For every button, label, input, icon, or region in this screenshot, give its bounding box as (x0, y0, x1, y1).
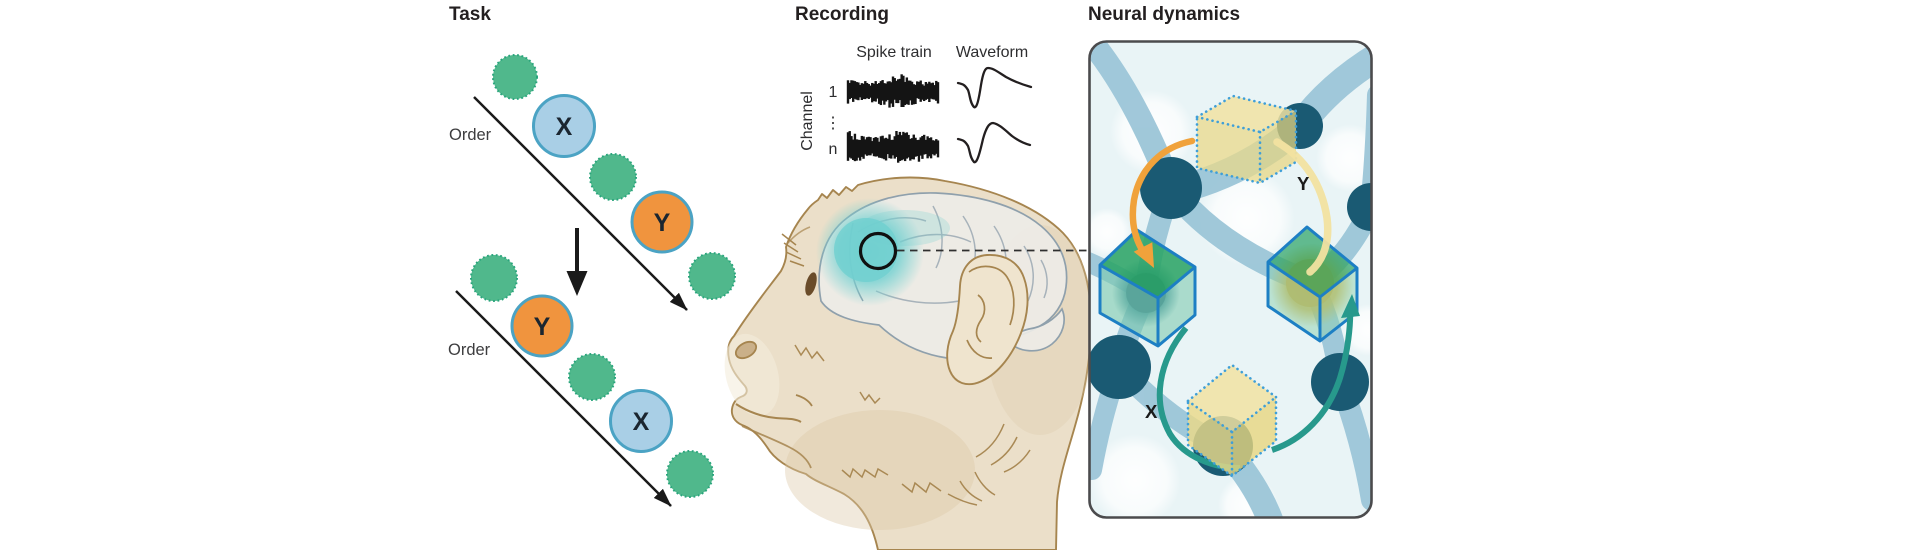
cube-left-green (1098, 228, 1197, 348)
orange-arrow-curve (1129, 137, 1196, 252)
teal-arrowhead (1341, 294, 1360, 318)
stimulus-y-circle (630, 190, 694, 254)
order-arrow-top (473, 96, 688, 311)
cube-right-green (1266, 225, 1359, 343)
task-title: Task (449, 4, 491, 25)
eyelashes (781, 233, 805, 267)
neural-dynamics-title: Neural dynamics (1088, 4, 1240, 25)
stimulus-x-circle (532, 94, 596, 158)
distractor-circle (666, 450, 714, 498)
task-sequence-top: Order X Y (449, 54, 736, 311)
waveform-channel-1 (956, 66, 1033, 109)
distractor-circle (589, 153, 637, 201)
ear-inner-lines (966, 265, 1015, 359)
channel-1-label: 1 (829, 84, 838, 101)
waveform-channel-n (956, 121, 1032, 164)
ear (946, 254, 1029, 386)
monkey-head-illustration (724, 176, 1095, 551)
spike-train-channel-n (846, 130, 940, 163)
orange-arrowhead (1133, 242, 1154, 268)
spike-train-label: Spike train (856, 44, 932, 61)
distractor-circle (470, 254, 518, 302)
order-arrow-bottom (455, 290, 672, 507)
stimulus-y-letter: Y (534, 313, 551, 341)
order-label-bottom: Order (448, 341, 491, 359)
cube-x-dashed (1186, 363, 1278, 478)
mouth-crease (795, 394, 813, 407)
task-transition-arrow (566, 228, 588, 296)
recording-panel: Recording Spike train Waveform Channel 1… (724, 4, 1095, 551)
task-panel: Task Order X Y Order Y X (448, 4, 736, 507)
electrode-site-circle (858, 231, 898, 271)
distractor-circle (492, 54, 538, 100)
cube-y-label: Y (1297, 173, 1310, 194)
task-sequence-bottom: Order Y X (448, 254, 714, 507)
neural-dynamics-panel: Neural dynamics (1088, 4, 1373, 519)
stimulus-y-letter: Y (654, 209, 671, 237)
neural-dynamics-canvas: X Y (1089, 41, 1372, 518)
stimulus-x-letter: X (556, 113, 573, 141)
chin-line (741, 425, 812, 469)
brow-line (787, 226, 811, 244)
yellow-arrow-curve (1273, 138, 1332, 276)
channel-axis-label: Channel (799, 91, 816, 151)
eye (805, 272, 817, 296)
channel-ellipsis: ⋮ (825, 115, 841, 132)
order-label-top: Order (449, 126, 492, 144)
nostril (734, 340, 758, 360)
channel-n-label: n (829, 141, 838, 158)
fur-strokes (794, 344, 1031, 506)
mouth-line (735, 403, 802, 423)
node (1089, 335, 1151, 399)
cube-y-dashed (1195, 94, 1298, 185)
recording-site-glow-core (834, 218, 898, 282)
panel-border (1088, 40, 1373, 519)
waveform-label: Waveform (956, 44, 1028, 61)
node (1140, 157, 1202, 219)
cube-x-label: X (1145, 401, 1158, 422)
distractor-circle (568, 353, 616, 401)
stimulus-y-circle (510, 294, 574, 358)
stimulus-x-circle (609, 389, 673, 453)
spike-train-channel-1 (846, 74, 940, 108)
teal-arrow-front (1271, 305, 1354, 453)
recording-title: Recording (795, 4, 889, 25)
distractor-circle (688, 252, 736, 300)
stimulus-x-letter: X (633, 408, 650, 436)
